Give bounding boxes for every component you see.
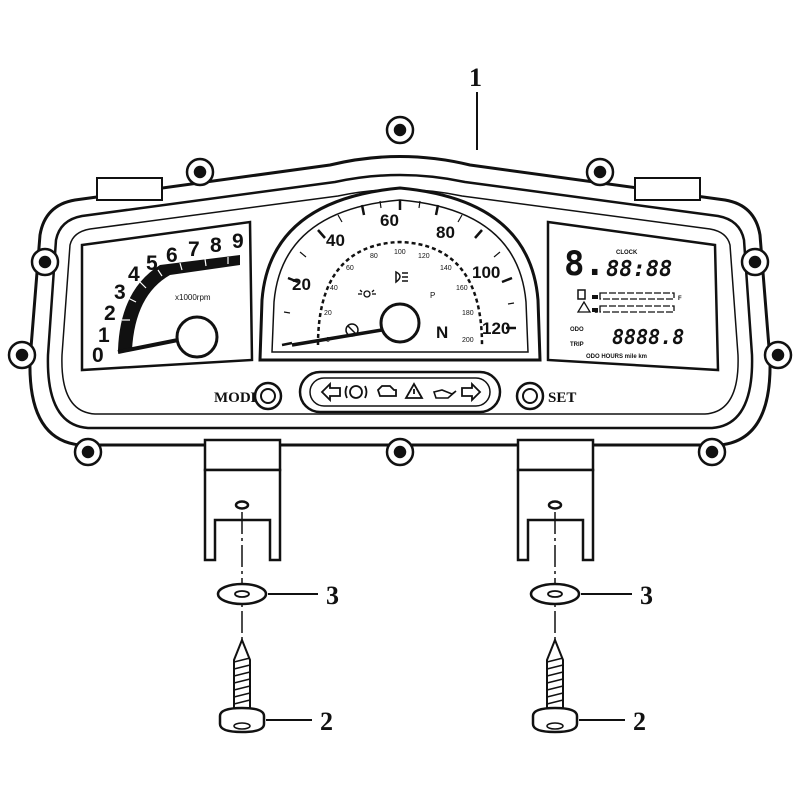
kmh-number-120: 120 bbox=[418, 253, 430, 260]
tach-number-8: 8 bbox=[210, 234, 222, 257]
kmh-number-40: 40 bbox=[330, 285, 338, 292]
tach-number-3: 3 bbox=[114, 281, 126, 304]
lcd-big-digit: 8. bbox=[564, 244, 605, 284]
kmh-number-80: 80 bbox=[370, 253, 378, 260]
lcd-clock-tag: CLOCK bbox=[616, 250, 638, 256]
callout-3-left: 3 bbox=[326, 581, 339, 610]
tach-number-6: 6 bbox=[166, 244, 178, 267]
tach-number-0: 0 bbox=[92, 344, 104, 367]
lcd-clock: 88:88 bbox=[606, 257, 672, 282]
washer-left bbox=[216, 582, 268, 606]
speed-number-20: 20 bbox=[292, 275, 311, 294]
tach-number-5: 5 bbox=[146, 252, 158, 275]
tach-number-9: 9 bbox=[232, 230, 244, 253]
temp-letter: C bbox=[594, 309, 599, 315]
engine-check-icon bbox=[376, 385, 397, 397]
lcd-trip-label-odo: ODO bbox=[570, 327, 584, 333]
fuel-gauge-bar: F bbox=[577, 289, 682, 302]
lcd-mode-text: ODO HOURS mile km bbox=[586, 354, 647, 360]
mode-button-label: MODE bbox=[214, 390, 261, 406]
fuel-letter: F bbox=[678, 296, 682, 302]
kmh-number-200: 200 bbox=[462, 337, 474, 344]
speedometer-dial: 20 40 60 80 100 120 0 20 40 60 80 100 12… bbox=[258, 186, 542, 362]
warning-light-strip bbox=[298, 370, 502, 414]
left-turn-icon bbox=[320, 381, 341, 403]
high-beam-icon bbox=[395, 270, 408, 284]
parking-light-icon bbox=[358, 289, 376, 298]
tach-unit-label: x1000rpm bbox=[175, 293, 211, 302]
oil-pressure-icon bbox=[432, 389, 457, 399]
neutral-indicator: N bbox=[436, 323, 448, 342]
callout-2-right: 2 bbox=[633, 707, 646, 736]
set-button[interactable] bbox=[515, 381, 545, 411]
washer-right bbox=[529, 582, 581, 606]
tach-needle bbox=[117, 338, 179, 354]
rear-bosses bbox=[96, 177, 701, 201]
speed-number-100: 100 bbox=[472, 263, 500, 282]
brake-warning-icon bbox=[344, 385, 368, 399]
kmh-number-140: 140 bbox=[440, 265, 452, 272]
tach-number-1: 1 bbox=[98, 324, 110, 347]
tach-number-7: 7 bbox=[188, 238, 200, 261]
kmh-number-100: 100 bbox=[394, 249, 406, 256]
speed-number-80: 80 bbox=[436, 223, 455, 242]
kmh-number-20: 20 bbox=[324, 310, 332, 317]
mode-button[interactable] bbox=[253, 381, 283, 411]
hazard-icon bbox=[404, 382, 424, 399]
screw-right bbox=[531, 637, 579, 734]
speed-number-60: 60 bbox=[380, 211, 399, 230]
speed-number-120: 120 bbox=[482, 319, 510, 338]
left-bracket bbox=[203, 438, 282, 562]
kmh-number-180: 180 bbox=[462, 310, 474, 317]
tach-hub bbox=[175, 315, 219, 359]
right-turn-icon bbox=[461, 381, 482, 403]
speed-hub bbox=[379, 302, 421, 344]
tachometer-window: 0 1 2 3 4 5 6 7 8 9 x1000rpm bbox=[80, 220, 254, 372]
callout-1: 1 bbox=[469, 63, 482, 92]
kmh-number-160: 160 bbox=[456, 285, 468, 292]
mounting-lugs bbox=[7, 115, 793, 467]
screw-left bbox=[218, 637, 266, 734]
lcd-odometer: 8888.8 bbox=[612, 325, 684, 349]
callout-2-left: 2 bbox=[320, 707, 333, 736]
tach-number-2: 2 bbox=[104, 302, 116, 325]
kmh-number-60: 60 bbox=[346, 265, 354, 272]
speed-needle bbox=[291, 328, 383, 347]
set-button-label: SET bbox=[548, 390, 576, 406]
p-mark: P bbox=[430, 291, 435, 300]
kmh-scale-arc bbox=[316, 240, 484, 346]
speed-number-40: 40 bbox=[326, 231, 345, 250]
temperature-gauge-bar: C bbox=[576, 300, 675, 315]
lcd-trip-label-trip: TRIP bbox=[570, 342, 584, 348]
tach-number-4: 4 bbox=[128, 263, 140, 286]
right-bracket bbox=[516, 438, 595, 562]
callout-3-right: 3 bbox=[640, 581, 653, 610]
lcd-window: 8. CLOCK 88:88 F C ODO TRIP 8888.8 ODO H… bbox=[546, 220, 720, 372]
